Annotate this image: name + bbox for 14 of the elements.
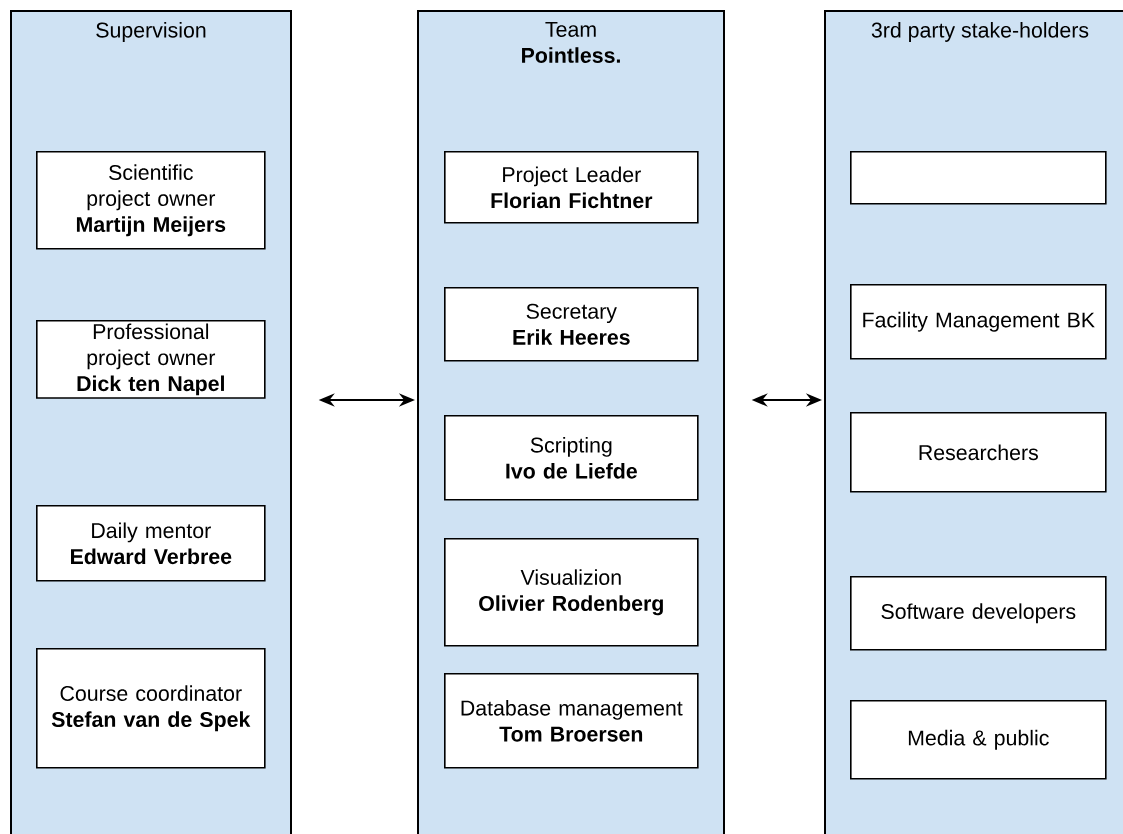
role-box: Daily mentor Edward Verbree [36, 505, 266, 582]
role-box: Media & public [850, 700, 1107, 780]
empty-box [850, 151, 1107, 205]
role-box: Facility Management BK [850, 284, 1107, 360]
role-box: Professional project owner Dick ten Napel [36, 320, 266, 399]
role-box: Project Leader Florian Fichtner [444, 151, 699, 224]
role-box: Course coordinator Stefan van de Spek [36, 648, 266, 769]
role-box: Scientific project owner Martijn Meijers [36, 151, 266, 250]
role-box: Visualizion Olivier Rodenberg [444, 538, 699, 647]
role-box: Software developers [850, 576, 1107, 651]
role-box: Secretary Erik Heeres [444, 287, 699, 362]
role-box: Researchers [850, 412, 1107, 493]
role-box: Scripting Ivo de Liefde [444, 415, 699, 501]
role-box: Database management Tom Broersen [444, 673, 699, 769]
